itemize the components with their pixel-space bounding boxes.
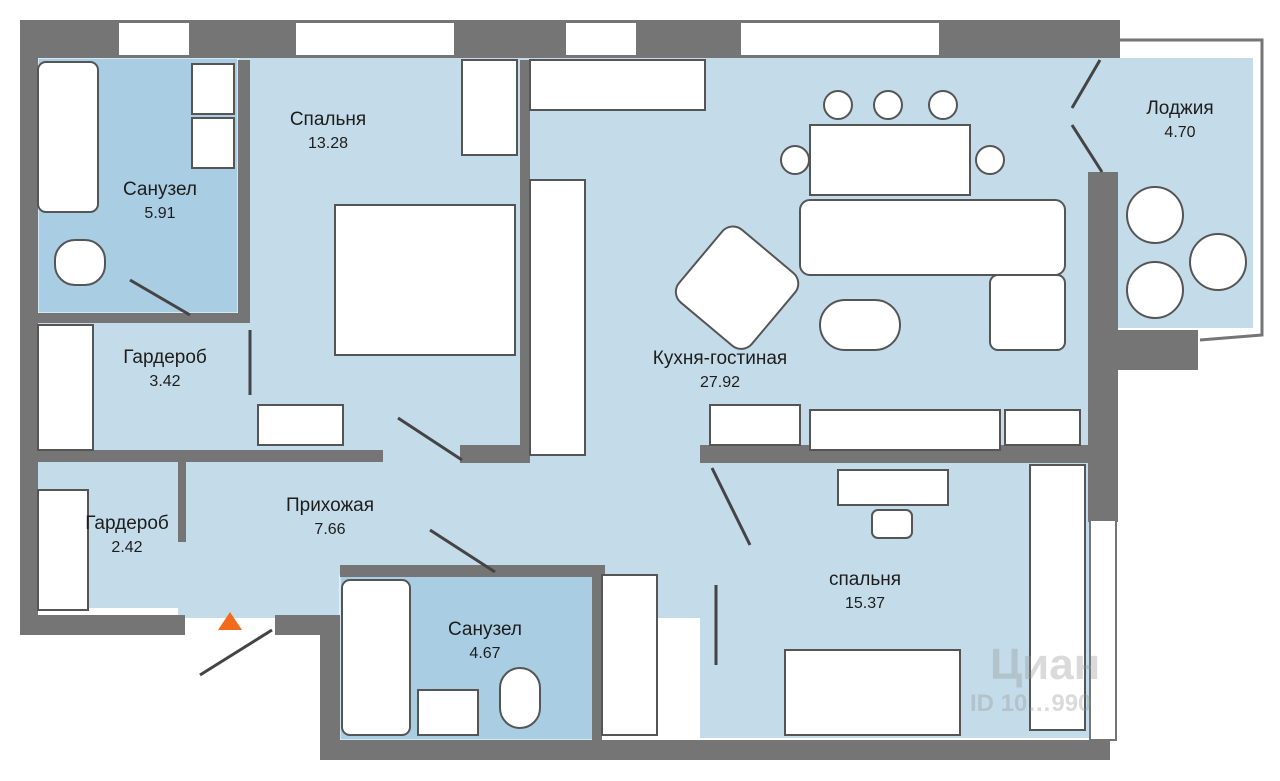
room-label-bedroom-2: спальня 15.37 <box>805 568 925 616</box>
room-name: Гардероб <box>123 347 207 368</box>
room-name: Прихожая <box>285 495 375 516</box>
room-area: 2.42 <box>111 539 143 556</box>
toilet-2 <box>499 667 541 729</box>
room-label-loggia: Лоджия 4.70 <box>1130 97 1230 145</box>
room-area: 27.92 <box>699 374 741 391</box>
room-area: 3.42 <box>149 373 181 390</box>
room-label-hallway: Прихожая 7.66 <box>270 494 390 542</box>
watermark-brand: Циан <box>990 640 1101 689</box>
room-label-living: Кухня-гостиная 27.92 <box>630 347 810 395</box>
piano <box>837 469 949 506</box>
room-label-bathroom-1: Санузел 5.91 <box>100 178 220 226</box>
sink-1b <box>191 117 235 169</box>
wardrobe-shelves-1 <box>37 324 94 451</box>
wardrobe-shelves-3 <box>601 574 658 736</box>
room-area: 5.91 <box>144 205 176 222</box>
desk-1 <box>461 59 518 156</box>
stool <box>871 509 913 539</box>
armchair <box>674 225 800 350</box>
room-area: 15.37 <box>844 595 886 612</box>
toilet-1 <box>54 239 106 286</box>
room-name: Кухня-гостиная <box>652 348 788 369</box>
bookshelf-1 <box>1004 409 1081 446</box>
dining-chairs <box>780 90 1005 175</box>
room-area: 13.28 <box>307 135 349 152</box>
room-name: Лоджия <box>1146 98 1214 119</box>
tv-stand <box>809 409 1001 451</box>
door-swings <box>129 59 1104 677</box>
dining-table <box>809 124 971 196</box>
room-name: Санузел <box>447 619 522 640</box>
loggia-chair-1 <box>1126 186 1184 244</box>
sofa <box>799 199 1066 276</box>
kitchen-counter <box>529 59 706 111</box>
desk-2 <box>1029 464 1086 731</box>
room-area: 4.67 <box>469 645 501 662</box>
room-label-wardrobe-2: Гардероб 2.42 <box>72 512 182 560</box>
room-name: Санузел <box>122 179 197 200</box>
loggia-table <box>1189 233 1247 291</box>
room-name: Гардероб <box>85 513 169 534</box>
sofa-corner <box>989 274 1066 351</box>
speaker <box>709 404 801 446</box>
table-hall <box>257 404 344 446</box>
loggia-chair-2 <box>1126 261 1184 319</box>
bed-1 <box>334 204 516 356</box>
room-label-bathroom-2: Санузел 4.67 <box>425 618 545 666</box>
kitchen-column <box>529 179 586 456</box>
sink-1a <box>191 63 235 115</box>
bathtub-1 <box>37 61 99 213</box>
bed-2 <box>784 649 961 736</box>
loggia-railing <box>1118 38 1264 342</box>
windows <box>117 21 1117 741</box>
room-label-bedroom-1: Спальня 13.28 <box>268 108 388 156</box>
entrance-marker <box>218 612 242 630</box>
bathtub-2 <box>341 579 411 736</box>
furniture <box>37 59 1247 736</box>
sink-2 <box>417 689 479 736</box>
room-name: Спальня <box>289 109 367 130</box>
coffee-table <box>819 299 901 351</box>
room-label-wardrobe-1: Гардероб 3.42 <box>110 346 220 394</box>
room-area: 4.70 <box>1164 124 1196 141</box>
room-name: спальня <box>828 569 902 590</box>
room-area: 7.66 <box>314 521 346 538</box>
wardrobe-shelves-2 <box>37 489 89 611</box>
watermark-id: ID 10…990 <box>970 690 1092 717</box>
